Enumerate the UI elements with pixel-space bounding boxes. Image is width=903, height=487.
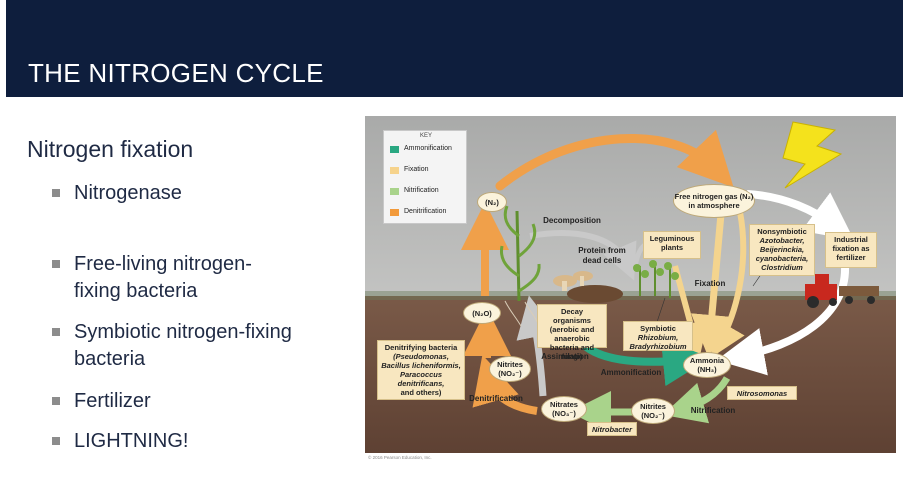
ground-line — [365, 291, 896, 300]
bullet-marker — [52, 189, 60, 197]
protein-label: Protein from dead cells — [578, 246, 626, 265]
assimilation-arrow — [516, 295, 558, 397]
decomposition-label: Decomposition — [543, 216, 601, 225]
denitrification-arrow-top — [495, 129, 734, 191]
free-nitrogen-node: Free nitrogen gas (N₂) in atmosphere — [673, 184, 755, 218]
nitrification-arrow-1 — [662, 376, 731, 424]
corn-plant-icon — [500, 205, 541, 327]
slide-heading: Nitrogen fixation — [27, 136, 194, 162]
nitrogen-cycle-diagram: KEY Ammonification Fixation Nitrificatio… — [365, 116, 896, 453]
industrial-fixation-box: Industrial fixation as fertilizer — [825, 232, 877, 268]
fixation-arrow-nonsymbiotic — [711, 211, 747, 358]
n2o-node: (N₂O) — [463, 302, 501, 324]
denitrification-label: Denitrification — [469, 394, 523, 403]
legume-plants-icon — [633, 260, 679, 298]
nonsymbiotic-box: Nonsymbiotic Azotobacter, Beijerinckia, … — [749, 224, 815, 276]
fertilizer-to-ammonia-arrow — [716, 265, 850, 376]
copyright-credit: © 2016 Pearson Education, Inc. — [368, 455, 432, 460]
nitrification-label: Nitrification — [690, 406, 736, 415]
fixation-arrow-main — [690, 213, 733, 357]
denitrification-arrow-bottom — [472, 354, 538, 415]
bullet-marker — [52, 328, 60, 336]
nitrification-swatch — [390, 188, 399, 195]
bullet-marker — [52, 397, 60, 405]
ammonification-swatch — [390, 146, 399, 153]
denitrification-swatch — [390, 209, 399, 216]
ammonification-arrow — [582, 338, 711, 387]
nitrobacter-box: Nitrobacter — [587, 422, 637, 436]
fixation-label: Fixation — [694, 279, 726, 288]
bullet-marker — [52, 437, 60, 445]
bullet-marker — [52, 260, 60, 268]
decay-log-mushrooms-icon — [553, 271, 623, 303]
nitrites-left-node: Nitrites (NO₂⁻) — [489, 356, 531, 382]
decay-organisms-box: Decay organisms (aerobic and anaerobic b… — [537, 304, 607, 361]
nitrosomonas-box: Nitrosomonas — [727, 386, 797, 400]
nitrites-right-node: Nitrites (NO₂⁻) — [631, 398, 675, 424]
decomposition-arrow — [529, 230, 637, 281]
slide-title: THE NITROGEN CYCLE — [28, 58, 324, 88]
denitrifying-bacteria-box: Denitrifying bacteria (Pseudomonas, Baci… — [377, 340, 465, 400]
nitrates-node: Nitrates (NO₃⁻) — [541, 396, 587, 422]
ammonia-node: Ammonia (NH₃) — [683, 352, 731, 378]
symbiotic-box: Symbiotic Rhizobium, Bradyrhizobium — [623, 321, 693, 351]
industrial-fixation-arrow — [746, 190, 855, 241]
tractor-icon — [805, 274, 879, 308]
leguminous-plants-box: Leguminous plants — [643, 231, 701, 259]
legend-key: KEY Ammonification Fixation Nitrificatio… — [383, 130, 467, 224]
ammonification-label: Ammonification — [600, 368, 662, 377]
assimilation-label: Assimilation — [541, 352, 589, 361]
title-bar: THE NITROGEN CYCLE — [6, 0, 903, 97]
n2-top-node: (N₂) — [477, 192, 507, 212]
lightning-bolt-icon — [782, 121, 843, 189]
fixation-swatch — [390, 167, 399, 174]
